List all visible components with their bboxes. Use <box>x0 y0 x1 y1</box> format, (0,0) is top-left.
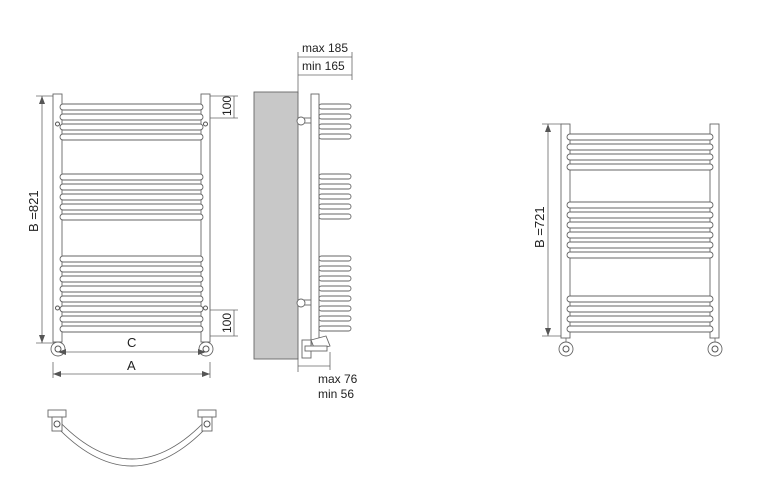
side-rail <box>318 305 352 312</box>
front-rail <box>59 275 204 283</box>
alt-height-dimension: B =721 <box>532 123 562 337</box>
side-rail <box>318 103 352 110</box>
front-outer-width-label: A <box>127 358 136 373</box>
side-rail <box>318 203 352 210</box>
alt-rail <box>566 231 714 239</box>
front-rail <box>59 173 204 181</box>
side-rail <box>318 213 352 220</box>
alt-rail <box>566 143 714 151</box>
front-rail <box>59 113 204 121</box>
side-bottom-bracket-knob <box>296 298 306 308</box>
alt-right-upright <box>709 123 720 339</box>
alt-left-upright <box>560 123 571 339</box>
front-rail <box>59 123 204 131</box>
side-rail <box>318 133 352 140</box>
alt-rail <box>566 305 714 313</box>
side-offset-min-label: min 56 <box>318 387 354 401</box>
alt-rail <box>566 315 714 323</box>
front-inner-width-label: C <box>127 335 136 350</box>
side-rail <box>318 123 352 130</box>
front-rail <box>59 295 204 303</box>
side-valve <box>301 335 331 359</box>
plan-curved-rail <box>55 416 209 467</box>
front-rail <box>59 103 204 111</box>
front-right-valve <box>198 341 214 357</box>
front-view: B =821 100 100 <box>26 93 238 378</box>
side-rail <box>318 285 352 292</box>
front-rail <box>59 305 204 313</box>
side-depth-dimension: max 185 min 165 <box>297 41 353 94</box>
alt-rails <box>566 133 714 333</box>
front-rail <box>59 255 204 263</box>
side-offset-max-label: max 76 <box>318 372 358 386</box>
front-rail <box>59 213 204 221</box>
side-rail <box>318 295 352 302</box>
alt-rail <box>566 221 714 229</box>
alt-right-valve <box>707 338 723 357</box>
front-bracket-marker <box>203 305 208 311</box>
front-height-label: B =821 <box>26 190 41 232</box>
side-rail <box>318 265 352 272</box>
alt-rail <box>566 325 714 333</box>
front-top-bracket-dimension: 100 <box>210 95 238 119</box>
alt-height-label: B =721 <box>532 206 547 248</box>
front-rail <box>59 203 204 211</box>
alt-rail <box>566 201 714 209</box>
side-rail <box>318 183 352 190</box>
plan-right-valve <box>197 409 217 432</box>
alt-rail <box>566 211 714 219</box>
front-rails <box>59 103 204 333</box>
alt-front-view: B =721 <box>532 123 723 357</box>
alt-rail <box>566 251 714 259</box>
front-bracket-marker <box>55 305 60 311</box>
side-rail <box>318 325 352 332</box>
front-rail <box>59 133 204 141</box>
front-left-valve <box>50 341 66 357</box>
side-rail <box>318 275 352 282</box>
front-rail <box>59 183 204 191</box>
front-rail <box>59 193 204 201</box>
side-rails <box>318 103 352 332</box>
front-rail <box>59 265 204 273</box>
front-bracket-marker <box>203 121 208 127</box>
alt-left-valve <box>558 338 574 357</box>
front-rail <box>59 325 204 333</box>
front-bracket-marker <box>55 121 60 127</box>
side-top-bracket-knob <box>296 116 306 126</box>
front-top-bracket-label: 100 <box>220 96 234 116</box>
alt-rail <box>566 153 714 161</box>
front-bottom-bracket-label: 100 <box>220 313 234 333</box>
side-rail <box>318 255 352 262</box>
side-rail <box>318 315 352 322</box>
front-inner-width-dimension: C <box>58 335 206 355</box>
alt-rail <box>566 133 714 141</box>
front-outer-width-dimension: A <box>52 358 211 378</box>
plan-left-valve <box>47 409 67 432</box>
front-rail <box>59 285 204 293</box>
side-upright <box>310 93 320 345</box>
side-wall <box>253 91 299 360</box>
side-rail <box>318 193 352 200</box>
side-rail <box>318 113 352 120</box>
side-depth-max-label: max 185 <box>302 41 348 55</box>
front-bottom-bracket-dimension: 100 <box>210 309 238 337</box>
front-height-dimension: B =821 <box>26 95 56 344</box>
alt-rail <box>566 241 714 249</box>
side-depth-min-label: min 165 <box>302 59 345 73</box>
side-offset-dimension: max 76 min 56 <box>297 352 358 401</box>
side-view: max 185 min 165 <box>253 41 358 401</box>
alt-rail <box>566 295 714 303</box>
plan-view <box>47 409 217 467</box>
alt-rail <box>566 163 714 171</box>
side-rail <box>318 173 352 180</box>
front-rail <box>59 315 204 323</box>
